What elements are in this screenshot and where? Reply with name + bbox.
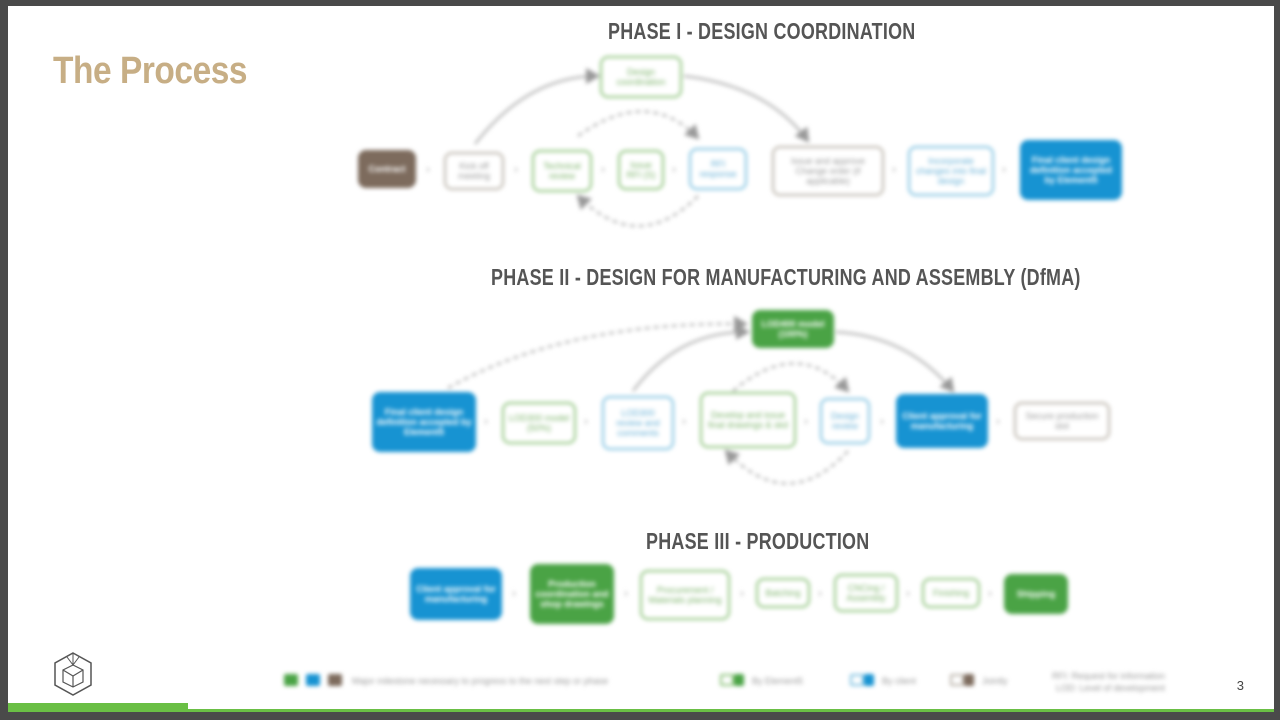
chevron-right-icon: › (682, 414, 686, 428)
node-label: Issue and approve Change order (if appli… (790, 156, 866, 186)
node-rfi-response: RFI response (689, 148, 747, 190)
process-diagram: Contract › Kick off meeting › Technical … (8, 6, 1274, 712)
chevron-right-icon: › (672, 162, 676, 176)
node-label: Procurement / Materials planning (648, 585, 722, 605)
node-label: Final client design definition accepted … (376, 407, 472, 437)
node-label: LOD400 model (100%) (761, 319, 825, 339)
footer-accent-bar (8, 703, 188, 712)
node-procurement: Procurement / Materials planning (640, 570, 730, 620)
chevron-right-icon: › (880, 414, 884, 428)
legend-swatch-brown (328, 674, 342, 686)
node-label: Secure production slot (1025, 411, 1099, 431)
legend-swatch-jointly-outline (950, 674, 964, 686)
page-number: 3 (1236, 678, 1244, 693)
slide: The Process PHASE I - DESIGN COORDINATIO… (8, 6, 1274, 712)
chevron-right-icon: › (584, 414, 588, 428)
node-label: Shipping (1016, 589, 1056, 599)
node-label: Contract (368, 164, 406, 174)
node-label: Issue RFI (S) (626, 160, 656, 180)
legend-jointly: Jointly (982, 676, 1008, 686)
node-production-coordination: Production coordination and shop drawing… (530, 564, 614, 624)
chevron-right-icon: › (906, 586, 910, 600)
node-label: RFI response (699, 159, 737, 179)
node-label: Final client design definition accepted … (1029, 155, 1112, 185)
node-label: Design review (830, 411, 859, 431)
node-label: Client approval for manufacturing (416, 584, 496, 604)
legend-swatch-jointly-fill (964, 674, 974, 686)
node-kick-off: Kick off meeting (444, 152, 504, 190)
legend-swatch-green (284, 674, 298, 686)
phase-2-title: PHASE II - DESIGN FOR MANUFACTURING AND … (491, 264, 1081, 290)
legend-swatch-blue (306, 674, 320, 686)
legend-swatch-client-fill (864, 674, 874, 686)
node-issue-rfi: Issue RFI (S) (618, 150, 664, 190)
node-design-coordination: Design coordination (600, 56, 682, 98)
node-shipping: Shipping (1004, 574, 1068, 614)
legend-abbrev-lod: LOD: Level of development (1055, 683, 1166, 693)
node-label: Technical review (543, 161, 581, 181)
chevron-right-icon: › (514, 162, 518, 176)
chevron-right-icon: › (512, 586, 516, 600)
chevron-right-icon: › (624, 586, 628, 600)
node-incorporate-changes: Incorporate changes into final design (908, 146, 994, 196)
node-label: Batching (765, 588, 801, 598)
legend-swatch-element5-fill (734, 674, 744, 686)
node-label: Production coordination and shop drawing… (535, 579, 609, 609)
node-label: Incorporate changes into final design (915, 156, 987, 186)
node-design-review: Design review (820, 398, 870, 444)
phase-3-title: PHASE III - PRODUCTION (646, 528, 870, 554)
node-cncing-assembly: CNCing / Assembly (834, 574, 898, 612)
chevron-right-icon: › (601, 162, 605, 176)
node-label: CNCing / Assembly (846, 583, 886, 603)
node-final-client-design-2: Final client design definition accepted … (372, 392, 476, 452)
legend-abbrev-rfi: RFI: Request for information (1052, 671, 1166, 681)
node-technical-review: Technical review (532, 150, 592, 192)
footer-line (188, 709, 1274, 712)
legend-abbreviations: RFI: Request for information LOD: Level … (1052, 670, 1165, 694)
node-lod400-model: LOD400 model (100%) (752, 310, 834, 348)
chevron-right-icon: › (818, 586, 822, 600)
chevron-right-icon: › (740, 586, 744, 600)
node-label: LOD300 review and comments (616, 408, 660, 438)
phase-1-title: PHASE I - DESIGN COORDINATION (608, 18, 916, 44)
chevron-right-icon: › (988, 586, 992, 600)
legend-swatch-client-outline (850, 674, 864, 686)
flow-connectors (447, 68, 955, 485)
chevron-right-icon: › (426, 162, 430, 176)
chevron-right-icon: › (996, 414, 1000, 428)
node-lod300-model: LOD300 model (50%) (502, 402, 576, 444)
node-client-approval-3: Client approval for manufacturing (410, 568, 502, 620)
legend-swatch-element5-outline (720, 674, 734, 686)
node-label: Design coordination (616, 67, 666, 87)
node-finishing: Finishing (922, 578, 980, 608)
legend-by-client: By client (882, 676, 917, 686)
node-client-approval: Client approval for manufacturing (896, 394, 988, 448)
node-change-order: Issue and approve Change order (if appli… (772, 146, 884, 196)
node-label: Develop and issue final drawings & skd (707, 410, 789, 430)
node-contract: Contract (358, 150, 416, 188)
chevron-right-icon: › (892, 162, 896, 176)
slide-title: The Process (53, 50, 248, 92)
node-develop-drawings: Develop and issue final drawings & skd (700, 392, 796, 448)
chevron-right-icon: › (484, 414, 488, 428)
company-logo-icon (52, 651, 94, 702)
node-lod300-review: LOD300 review and comments (602, 396, 674, 450)
node-label: Client approval for manufacturing (902, 411, 982, 431)
legend-milestone: Major milestone necessary to progress to… (352, 676, 609, 686)
node-final-client-design: Final client design definition accepted … (1020, 140, 1122, 200)
node-batching: Batching (756, 578, 810, 608)
chevron-right-icon: › (1002, 162, 1006, 176)
legend-by-element5: By Element5 (752, 676, 804, 686)
chevron-right-icon: › (804, 414, 808, 428)
node-label: Kick off meeting (457, 161, 491, 181)
node-label: LOD300 model (50%) (508, 413, 570, 433)
node-label: Finishing (932, 588, 970, 598)
node-secure-production-slot: Secure production slot (1014, 402, 1110, 440)
